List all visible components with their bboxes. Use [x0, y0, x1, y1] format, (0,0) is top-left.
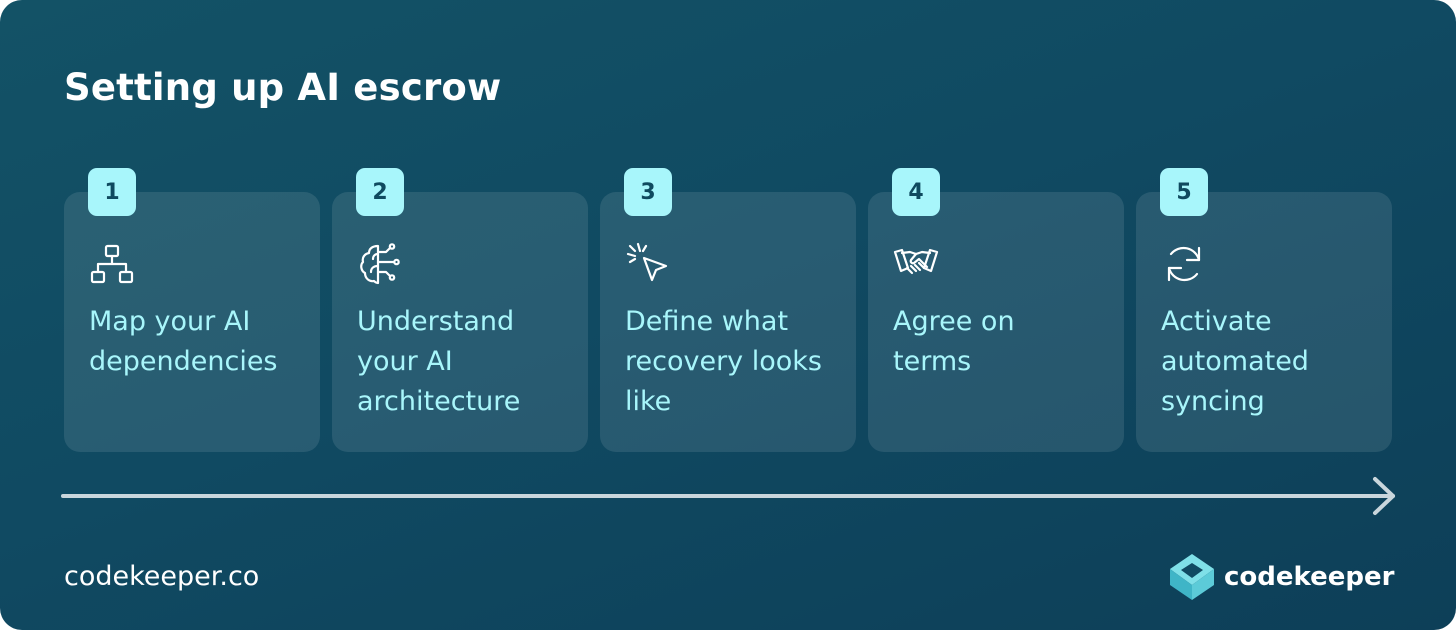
hierarchy-icon [88, 240, 136, 288]
brand-logo: codekeeper [1168, 552, 1394, 602]
step-label: Map your AI dependencies [89, 306, 278, 377]
codekeeper-logo-icon [1168, 552, 1216, 602]
brand-name: codekeeper [1224, 562, 1395, 592]
step-label: Understand your AI architecture [357, 306, 521, 417]
step-label: Define what recovery looks like [625, 306, 822, 417]
handshake-icon [892, 240, 940, 288]
step-number-badge: 5 [1160, 168, 1208, 216]
ai-brain-icon [356, 240, 404, 288]
step-number-badge: 3 [624, 168, 672, 216]
step-card-5 [1136, 192, 1392, 452]
step-card-4 [868, 192, 1124, 452]
step-number-badge: 2 [356, 168, 404, 216]
timeline-arrow [61, 477, 1395, 515]
sync-icon [1160, 240, 1208, 288]
footer-website-url: codekeeper.co [64, 561, 260, 592]
step-card-1 [64, 192, 320, 452]
step-number-badge: 4 [892, 168, 940, 216]
step-label: Agree on terms [893, 306, 1015, 377]
page-title: Setting up AI escrow [64, 66, 502, 109]
step-number-badge: 1 [88, 168, 136, 216]
step-label: Activate automated syncing [1161, 306, 1309, 417]
cursor-click-icon [624, 240, 672, 288]
step-card-3 [600, 192, 856, 452]
step-card-2 [332, 192, 588, 452]
